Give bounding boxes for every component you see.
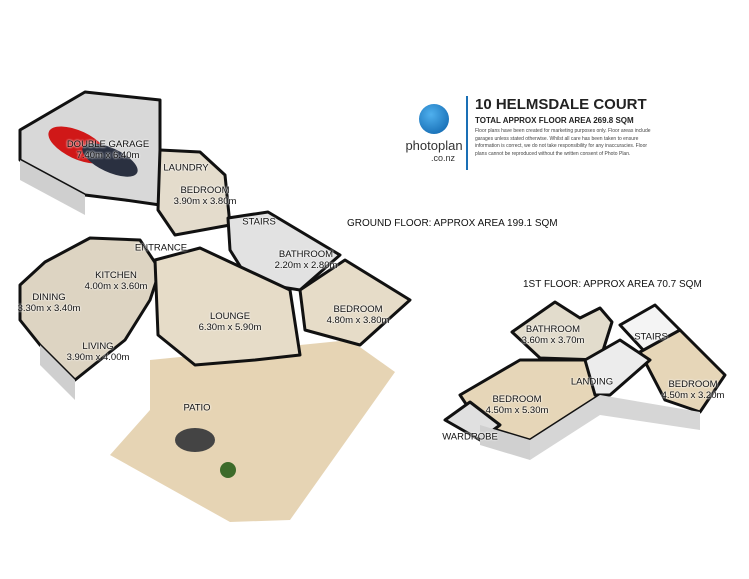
room-label: ENTRANCE (134, 242, 188, 254)
room-label: STAIRS (634, 331, 668, 343)
kitchen-dining-block (18, 236, 162, 382)
brand-domain: .co.nz (430, 153, 455, 163)
ground-floor-area: GROUND FLOOR: APPROX AREA 199.1 SQM (347, 218, 558, 229)
bathroom-upper (510, 300, 614, 362)
disclaimer: Floor plans have been created for market… (475, 128, 651, 157)
plant (220, 462, 236, 478)
dark-car (82, 143, 138, 177)
divider (466, 96, 468, 170)
photoplan-logo: photoplan .co.nz (404, 98, 464, 163)
room-label: LAUNDRY (163, 162, 209, 174)
patio-area (110, 340, 395, 522)
room-label: WARDROBE (442, 431, 498, 443)
lounge-room (153, 246, 302, 367)
address-title: 10 HELMSDALE COURT (475, 96, 647, 113)
patio-table (175, 428, 215, 452)
room-label: STAIRS (242, 216, 276, 228)
total-area: TOTAL APPROX FLOOR AREA 269.8 SQM (475, 116, 634, 125)
house-logo-icon (419, 104, 449, 134)
bedroom-upper-east (638, 328, 727, 414)
room-label: PATIO (183, 402, 211, 414)
room-label: LANDING (570, 376, 614, 388)
brand-name: photoplan (405, 138, 463, 153)
bedroom-east-room (298, 258, 412, 347)
landing (583, 338, 652, 397)
first-floor-area: 1ST FLOOR: APPROX AREA 70.7 SQM (523, 279, 702, 290)
ground-floor-plan (18, 90, 412, 382)
